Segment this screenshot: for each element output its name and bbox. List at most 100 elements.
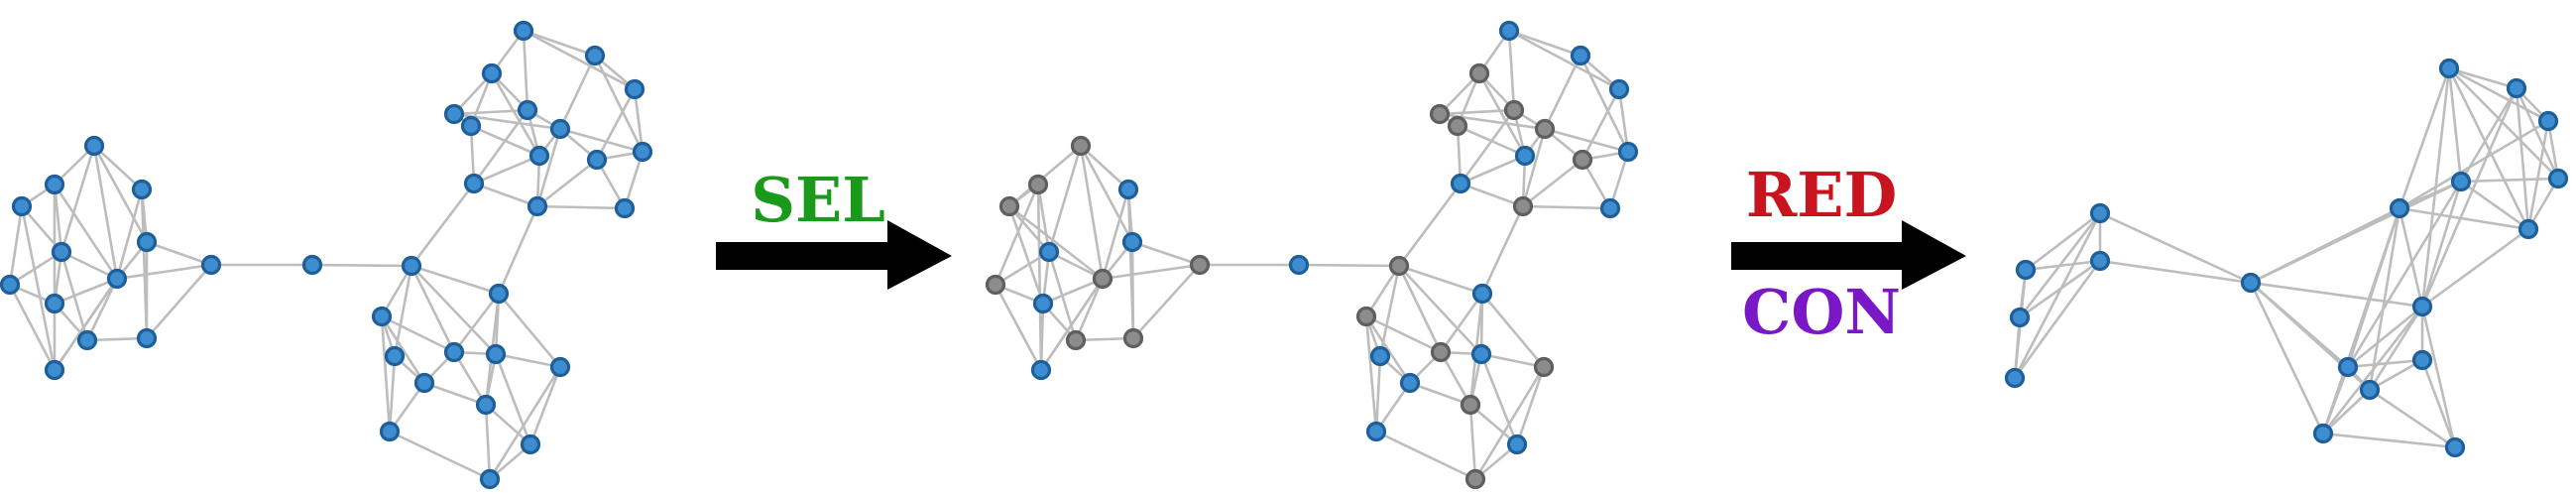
- graph-edge: [53, 278, 119, 371]
- graph-node: [301, 254, 323, 276]
- graph-edge: [523, 29, 636, 91]
- graph-edge: [2322, 432, 2456, 449]
- graph-node: [624, 78, 645, 100]
- graph-node: [1399, 372, 1421, 394]
- graph-edge: [1479, 353, 1519, 445]
- graph-node: [1570, 45, 1591, 66]
- graph-edge: [2420, 359, 2457, 448]
- graph-edge: [1544, 127, 1629, 154]
- graph-edge: [2448, 66, 2549, 123]
- graph-node: [513, 20, 534, 42]
- graph-node: [517, 99, 538, 121]
- graph-node: [401, 255, 422, 277]
- graph-edge: [528, 366, 562, 445]
- graph-edge: [484, 404, 492, 480]
- graph-edge: [2013, 260, 2102, 379]
- edges: [2013, 66, 2560, 449]
- graph-node-selected: [1122, 327, 1144, 349]
- graph-edge: [92, 145, 149, 243]
- graph-node: [520, 434, 541, 455]
- graph-node-selected: [1430, 341, 1452, 363]
- graph-edge: [473, 154, 540, 186]
- graph-edge: [116, 263, 212, 281]
- input-graph: [0, 20, 653, 490]
- graph-node: [2450, 171, 2472, 192]
- graph-edge: [2347, 358, 2423, 369]
- graph-edge: [2399, 180, 2462, 210]
- graph-node: [1288, 254, 1310, 276]
- graph-edge: [1480, 352, 1545, 369]
- graph-node-selected: [1503, 99, 1525, 121]
- graph-edge: [2420, 67, 2451, 308]
- graph-node: [2547, 168, 2569, 189]
- graph-node: [11, 195, 33, 217]
- graph-edge: [1074, 278, 1105, 341]
- graph-node: [2009, 307, 2031, 328]
- graph-node: [463, 173, 485, 194]
- graph-node: [44, 293, 65, 314]
- graph-node: [2004, 367, 2026, 389]
- right-arrow-icon: [1731, 220, 1966, 290]
- graph-node-selected: [1447, 115, 1468, 137]
- nodes: [2004, 58, 2569, 458]
- graph-edge: [1522, 158, 1583, 208]
- graph-edge: [2369, 358, 2423, 392]
- graph-edge: [595, 88, 637, 161]
- graph-edge: [1439, 108, 1515, 116]
- graph-node-selected: [1070, 135, 1092, 157]
- graph-edge: [2420, 306, 2457, 448]
- graph-edge: [93, 145, 143, 190]
- graph-edge: [92, 145, 119, 280]
- graph-edge: [59, 145, 96, 253]
- step-label-con: CON: [1742, 276, 1901, 348]
- graph-edge: [1364, 265, 1401, 317]
- graph-edge: [1007, 205, 1045, 305]
- graph-node: [488, 283, 510, 305]
- graph-node: [44, 359, 65, 381]
- graph-edge: [2447, 67, 2463, 183]
- graph-edge: [452, 351, 488, 406]
- graph-edge: [2249, 282, 2325, 435]
- graph-edge: [1130, 241, 1135, 339]
- graph-edge: [498, 293, 561, 368]
- graph-edge: [1409, 381, 1471, 407]
- graph-edge: [522, 30, 529, 111]
- graph-edge: [536, 204, 626, 210]
- graph-edge: [2250, 281, 2423, 309]
- graph-edge: [1375, 430, 1476, 481]
- edges: [8, 29, 644, 481]
- graph-node: [1506, 434, 1528, 455]
- graph-node: [528, 145, 550, 167]
- graph-edge: [1397, 183, 1463, 267]
- graph-edge: [1365, 314, 1442, 354]
- graph-node: [2015, 259, 2037, 281]
- graph-node-selected: [1534, 118, 1556, 140]
- graph-node-selected: [1355, 306, 1377, 327]
- graph-edge: [2099, 211, 2252, 285]
- graph-edge: [497, 205, 539, 295]
- graph-edge: [1507, 30, 1516, 111]
- graph-node: [584, 45, 606, 66]
- graph-edge: [8, 284, 57, 371]
- graph-edge: [559, 127, 644, 154]
- graph-edge: [1080, 145, 1129, 190]
- graph-node: [2506, 77, 2527, 99]
- graph-edge: [1468, 404, 1477, 480]
- graph-node: [2337, 356, 2359, 378]
- graph-edge: [20, 205, 57, 371]
- graph-edge: [1521, 128, 1547, 207]
- graph-edge: [1457, 124, 1526, 158]
- graph-edge: [1008, 204, 1104, 281]
- graph-node: [2089, 202, 2111, 224]
- graph-edge: [1131, 240, 1201, 267]
- graph-edge: [2447, 67, 2530, 230]
- graph-edge: [536, 158, 598, 208]
- graph-edge: [1439, 293, 1484, 353]
- graph-edge: [380, 315, 392, 433]
- graph-edge: [1522, 204, 1611, 210]
- graph-edge: [2346, 181, 2463, 368]
- right-arrow-icon: [716, 220, 952, 290]
- graph-edge: [388, 355, 397, 433]
- graph-edge: [473, 182, 538, 208]
